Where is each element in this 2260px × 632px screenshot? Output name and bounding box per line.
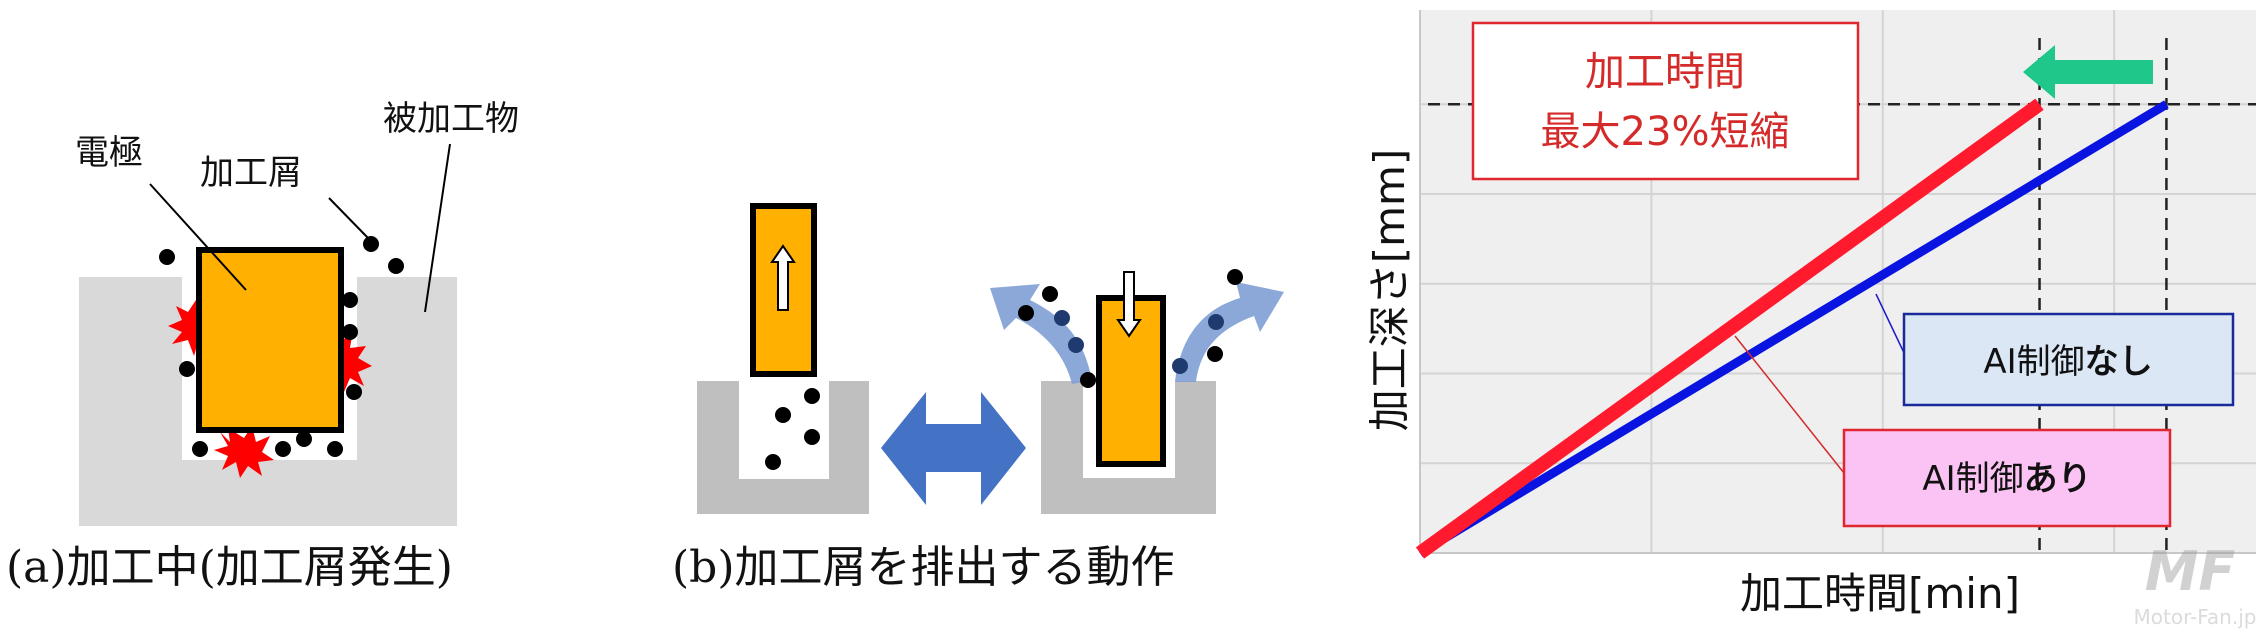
legend-with-ai-prefix: AI制御 [1922,459,2023,499]
spark-icon [168,300,204,356]
flow-arrow-right-icon [1175,282,1284,382]
caption-b: (b)加工屑を排出する動作 [672,542,1175,593]
x-axis-label: 加工時間[min] [1740,569,2020,618]
chips-left [765,388,820,470]
workpiece-left [697,381,869,514]
y-axis-label: 加工深さ[mm] [1365,149,1414,432]
leader-without-ai [1875,293,1907,358]
spark-icon [340,336,372,392]
watermark-logo: MF [2145,540,2236,603]
reduction-arrow-icon [2023,45,2153,99]
machining-chips [159,236,404,457]
label-chips: 加工屑 [200,153,302,193]
double-arrow-icon [881,392,1026,505]
down-arrow-icon [1116,271,1142,338]
watermark-site: Motor-Fan.jp [2134,605,2257,629]
chips-right [1018,269,1243,388]
panel-b: (b)加工屑を排出する動作 [672,203,1284,593]
label-box-without-ai [1902,312,2235,407]
annotation-line2: 最大23%短縮 [1541,109,1790,155]
legend-with-ai-suffix: あり [2024,459,2092,499]
spark-icons [168,300,372,478]
leader-lines [149,143,451,313]
legend-with-ai: AI制御あり [1922,459,2091,499]
series-line-with-ai [1415,98,2044,559]
annotation-box [1471,21,1860,181]
up-arrow-icon [770,244,796,311]
legend-without-ai-suffix: なし [2085,342,2153,382]
panel-a: 電極 加工屑 被加工物 (a)加工中(加工屑発生) [6,99,519,593]
series-lines [1415,98,2169,559]
series-line-without-ai [1417,100,2169,557]
electrode-raised [750,203,817,377]
chart: 加工時間 最大23%短縮 AI制御なし AI制御あり 加工時間[min] 加工深… [1365,10,2256,618]
flow-arrow-left-icon [990,284,1092,384]
leader-with-ai [1734,335,1845,474]
label-workpiece: 被加工物 [383,99,519,139]
flow-arrow-icons [990,282,1284,384]
legend-without-ai: AI制御なし [1983,342,2152,382]
label-box-with-ai [1842,428,2172,528]
caption-a: (a)加工中(加工屑発生) [6,542,453,593]
annotation-line1: 加工時間 [1585,49,1745,95]
workpiece-right [1041,381,1216,514]
label-electrode: 電極 [75,133,143,173]
watermark: MF Motor-Fan.jp [2134,540,2257,629]
spark-icon [214,426,274,478]
electrode [196,247,344,433]
legend-without-ai-prefix: AI制御 [1983,342,2084,382]
